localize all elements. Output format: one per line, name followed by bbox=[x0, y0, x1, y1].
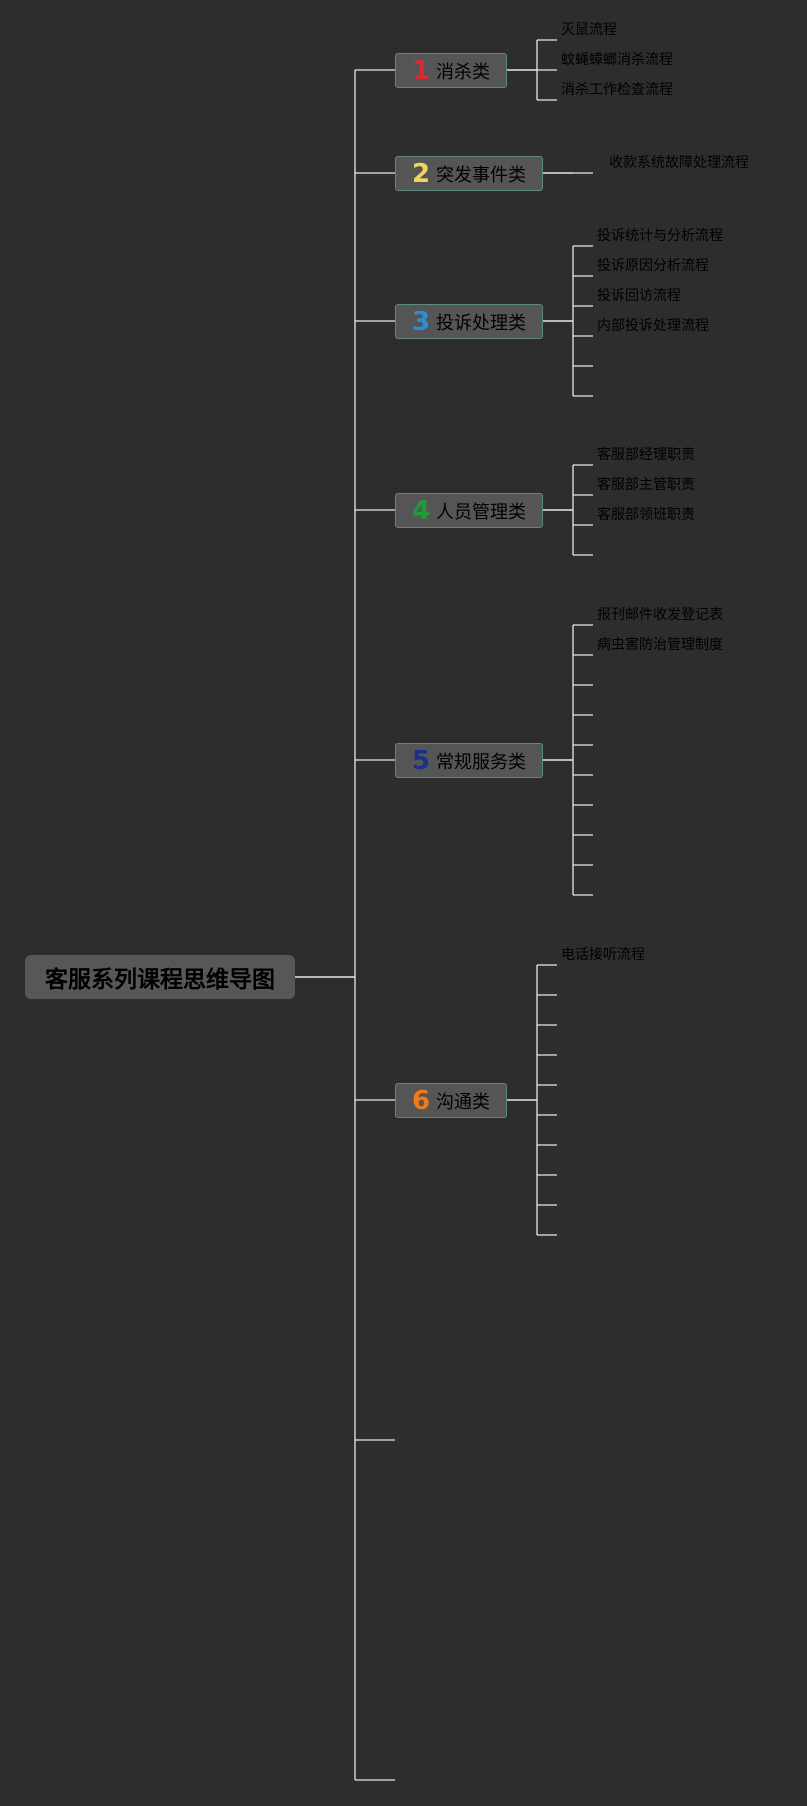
leaf-topic[interactable]: 报刊邮件收发登记表 bbox=[597, 607, 723, 623]
leaf-topic[interactable]: 客服部主管职责 bbox=[597, 477, 695, 493]
leaf-topic[interactable]: 投诉原因分析流程 bbox=[597, 258, 709, 274]
category-number-badge: 4 bbox=[411, 495, 431, 526]
leaf-topic[interactable]: 消杀工作检查流程 bbox=[561, 82, 673, 98]
category-label: 常规服务类 bbox=[436, 751, 527, 773]
leaf-topic[interactable]: 投诉回访流程 bbox=[597, 288, 681, 304]
category-number-badge: 5 bbox=[411, 745, 431, 776]
leaf-topic[interactable]: 病虫害防治管理制度 bbox=[597, 637, 723, 653]
root-topic-label: 客服系列课程思维导图 bbox=[45, 967, 275, 993]
root-topic-node[interactable]: 客服系列课程思维导图 bbox=[25, 955, 295, 999]
category-label: 消杀类 bbox=[436, 61, 491, 83]
category-label: 投诉处理类 bbox=[436, 312, 527, 334]
leaf-topic[interactable]: 内部投诉处理流程 bbox=[597, 318, 709, 334]
category-number-badge: 2 bbox=[411, 158, 431, 189]
category-number-badge: 1 bbox=[411, 55, 431, 86]
category-label: 沟通类 bbox=[436, 1091, 491, 1113]
leaf-topic[interactable]: 投诉统计与分析流程 bbox=[597, 228, 723, 244]
leaf-topic[interactable]: 收款系统故障处理流程 bbox=[609, 155, 749, 171]
leaf-topic[interactable]: 蚊蝇蟑螂消杀流程 bbox=[561, 52, 673, 68]
category-number-badge: 6 bbox=[411, 1085, 431, 1116]
leaf-topic[interactable]: 灭鼠流程 bbox=[561, 22, 617, 38]
leaf-topic[interactable]: 客服部领班职责 bbox=[597, 507, 695, 523]
category-label: 人员管理类 bbox=[436, 501, 527, 523]
category-number-badge: 3 bbox=[411, 306, 431, 337]
leaf-topic[interactable]: 客服部经理职责 bbox=[597, 447, 695, 463]
leaf-topic[interactable]: 电话接听流程 bbox=[561, 947, 645, 963]
category-label: 突发事件类 bbox=[436, 164, 527, 186]
